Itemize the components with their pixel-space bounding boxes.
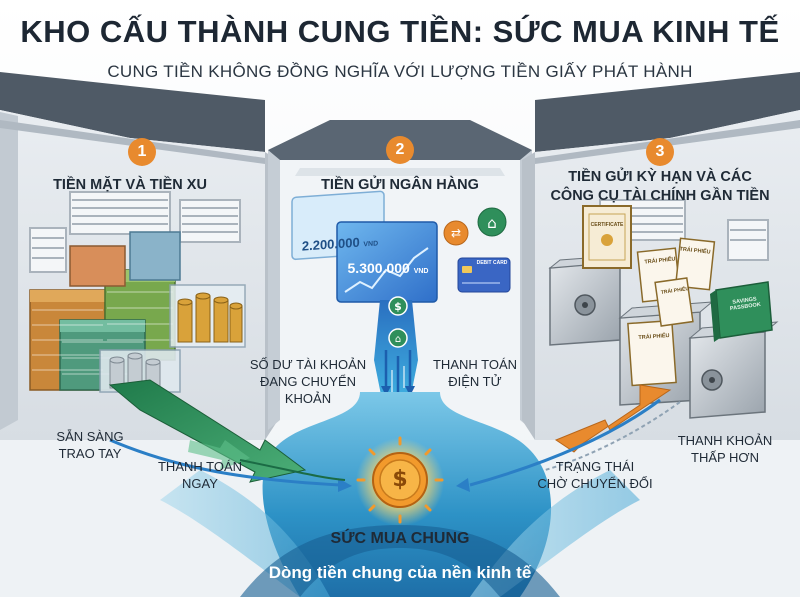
label-economy-flow: Dòng tiền chung của nền kinh tế (268, 563, 532, 582)
label-epay-line1: THANH TOÁN (432, 357, 518, 372)
purchasing-power-coin (356, 436, 444, 524)
label-lower-liquidity: THANH KHOẢN THẤP HƠN (670, 432, 780, 466)
label-instant-payment: THANH TOÁN NGAY (140, 458, 260, 492)
svg-text:⌂: ⌂ (487, 214, 497, 232)
warehouse-label-cash: TIỀN MẶT VÀ TIỀN XU (53, 177, 207, 193)
balance-front-value: 5.300.000 (347, 260, 410, 276)
warehouse-label-deposits: TIỀN GỬI NGÂN HÀNG (321, 177, 479, 193)
svg-text:⇄: ⇄ (451, 226, 461, 240)
warehouse-number-3: 3 (646, 138, 674, 166)
label-pending-conversion: TRẠNG THÁI CHỜ CHUYỂN ĐỔI (520, 458, 670, 492)
label-low-line1: THANH KHOẢN (677, 433, 773, 448)
page-title: KHO CẤU THÀNH CUNG TIỀN: SỨC MUA KINH TẾ (20, 14, 780, 49)
label-electronic-payment: THANH TOÁN ĐIỆN TỬ (420, 356, 530, 390)
warehouse-term-deposits (522, 72, 800, 440)
label-ready-to-hand: SẴN SÀNG TRAO TAY (40, 428, 140, 462)
debit-card (457, 257, 511, 293)
warehouse-number-2: 2 (386, 136, 414, 164)
warehouse-label-term: TIỀN GỬI KỲ HẠN VÀ CÁC CÔNG CỤ TÀI CHÍNH… (540, 168, 780, 206)
arrow-cash-flow (108, 379, 307, 483)
savings-passbook (710, 281, 773, 342)
label-instant-line1: THANH TOÁN (157, 459, 243, 474)
label-balance-line2: ĐANG CHUYỂN KHOẢN (259, 374, 357, 406)
debit-card-label: DEBIT CARD (476, 260, 508, 266)
page-subtitle: CUNG TIỀN KHÔNG ĐỒNG NGHĨA VỚI LƯỢNG TIỀ… (107, 62, 693, 81)
svg-text:$: $ (394, 300, 402, 313)
label-balance-line1: SỐ DƯ TÀI KHOẢN (249, 357, 367, 372)
warehouse-label-term-line2: CÔNG CỤ TÀI CHÍNH GẦN TIỀN (550, 188, 770, 204)
bond-documents (627, 237, 716, 387)
balance-back-unit: VND (363, 240, 379, 249)
balance-front: 5.300.000 VND (340, 260, 436, 276)
label-pending-line1: TRẠNG THÁI (555, 459, 635, 474)
label-ready-line1: SẴN SÀNG (56, 429, 124, 444)
label-instant-line2: NGAY (182, 476, 218, 491)
warehouse-label-term-line1: TIỀN GỬI KỲ HẠN VÀ CÁC (568, 169, 752, 185)
coin-dollar-symbol: $ (392, 467, 408, 492)
warehouse-number-1: 1 (128, 138, 156, 166)
svg-text:⌂: ⌂ (395, 334, 401, 345)
arrow-term-flow (554, 384, 672, 453)
label-pending-line2: CHỜ CHUYỂN ĐỔI (537, 476, 653, 491)
label-account-balance: SỐ DƯ TÀI KHOẢN ĐANG CHUYỂN KHOẢN (238, 356, 378, 407)
label-low-line2: THẤP HƠN (691, 450, 759, 465)
label-epay-line2: ĐIỆN TỬ (448, 374, 502, 389)
finance-icons: ⇄ ⌂ (443, 207, 507, 246)
label-ready-line2: TRAO TAY (58, 446, 122, 461)
certificate (582, 205, 632, 269)
balance-front-unit: VND (413, 268, 429, 275)
label-purchasing-power: SỨC MUA CHUNG (330, 530, 470, 547)
certificate-label: CERTIFICATE (590, 222, 624, 228)
